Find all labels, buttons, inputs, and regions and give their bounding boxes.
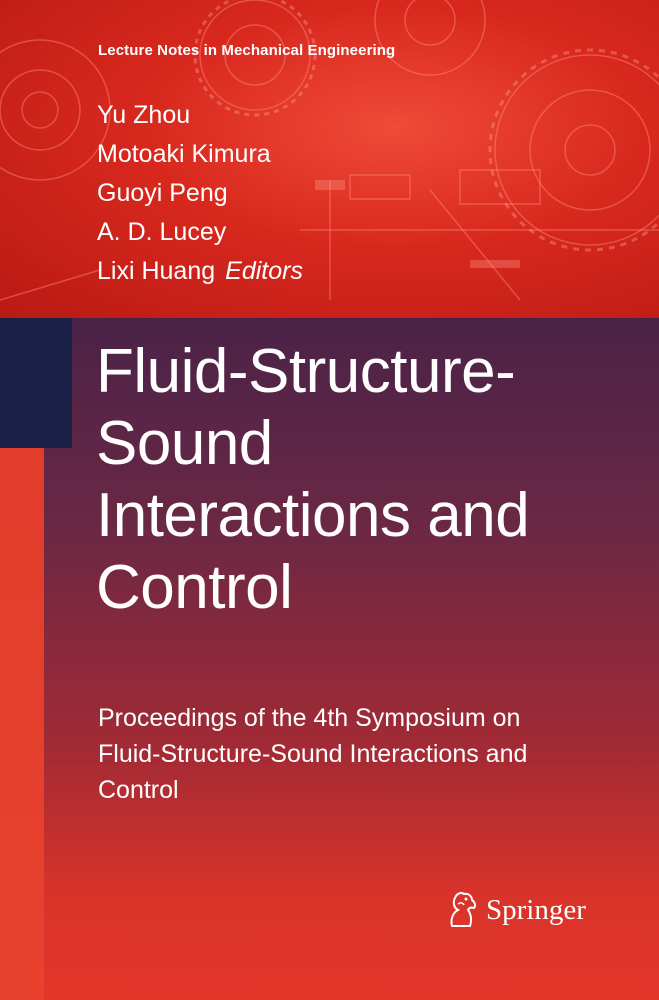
subtitle-line: Fluid-Structure-Sound Interactions and <box>98 740 528 768</box>
gears-drawing-illustration <box>0 0 659 301</box>
title-line: Control <box>96 553 293 622</box>
editors-role: Editors <box>225 257 303 285</box>
title-line: Interactions and <box>96 481 530 550</box>
editor-name: Yu Zhou <box>97 101 191 129</box>
series-name: Lecture Notes in Mechanical Engineering <box>98 42 396 59</box>
subtitle-line: Proceedings of the 4th Symposium on <box>98 704 521 732</box>
editor-name: Guoyi Peng <box>97 179 228 207</box>
book-subtitle: Proceedings of the 4th Symposium on Flui… <box>98 700 618 808</box>
cover-illustration <box>0 0 659 318</box>
cover-lower-panel <box>0 318 659 1000</box>
publisher-logo: Springer <box>444 890 586 930</box>
editor-name: Motoaki Kimura <box>97 140 271 168</box>
subtitle-line: Control <box>98 776 179 804</box>
red-accent-strip <box>0 448 44 1000</box>
editor-name-with-role: Lixi Huang Editors <box>97 252 303 291</box>
springer-horse-icon <box>450 891 477 927</box>
editor-name: A. D. Lucey <box>97 218 227 246</box>
book-title: Fluid-Structure- Sound Interactions and … <box>96 336 636 624</box>
editor-name: Lixi Huang <box>97 257 216 285</box>
title-line: Fluid-Structure- <box>96 337 516 406</box>
publisher-name: Springer <box>486 893 586 926</box>
editors-list: Yu Zhou Motoaki Kimura Guoyi Peng A. D. … <box>97 96 303 291</box>
navy-accent-block <box>0 318 72 448</box>
title-line: Sound <box>96 409 273 478</box>
